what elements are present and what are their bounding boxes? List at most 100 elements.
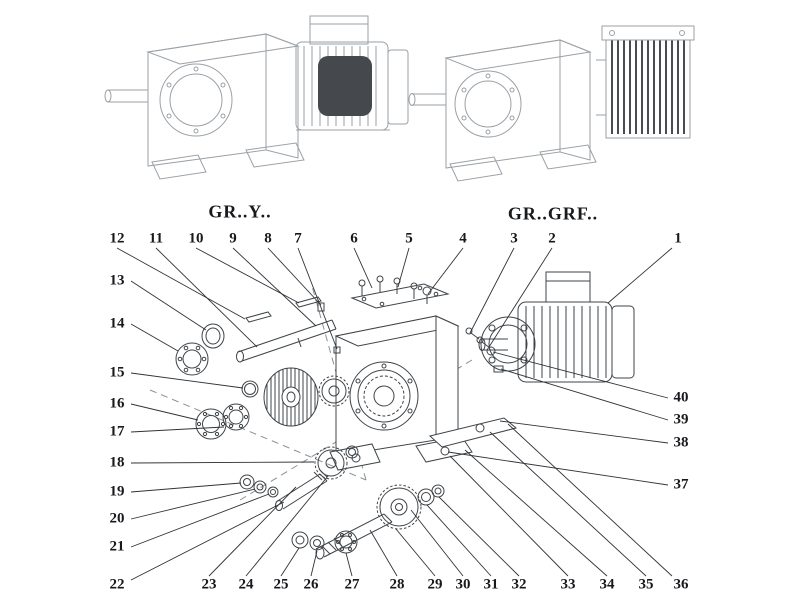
washer-stack — [239, 474, 279, 498]
callout-21: 21 — [109, 538, 125, 555]
leader-15 — [130, 372, 244, 389]
leader-32 — [438, 496, 520, 577]
intermediate-gear — [314, 445, 359, 480]
callout-2: 2 — [548, 230, 556, 247]
callout-11: 11 — [148, 230, 164, 247]
leader-3 — [469, 247, 515, 334]
callout-28: 28 — [389, 576, 405, 593]
exploded-view-drawing — [149, 271, 635, 560]
input-shaft-assembly — [236, 296, 337, 363]
leader-13 — [130, 280, 207, 331]
leader-14 — [130, 323, 179, 352]
model-label-gry: GR..Y.. — [208, 201, 272, 222]
callout-31: 31 — [483, 576, 499, 593]
output-shaft-assembly — [291, 484, 445, 560]
callout-20: 20 — [109, 510, 125, 527]
callout-18: 18 — [109, 454, 125, 471]
callout-37: 37 — [673, 476, 689, 493]
callout-36: 36 — [673, 576, 689, 593]
leader-27 — [345, 552, 353, 577]
callout-33: 33 — [560, 576, 576, 593]
leader-16 — [130, 403, 199, 421]
leader-5 — [397, 247, 410, 288]
leader-28 — [369, 529, 398, 577]
leader-17 — [130, 426, 225, 433]
callout-14: 14 — [109, 315, 125, 332]
callout-29: 29 — [427, 576, 443, 593]
leader-9 — [232, 247, 317, 327]
gearmotor-grgrf-drawing — [408, 25, 695, 182]
leader-40 — [492, 351, 669, 399]
callout-8: 8 — [264, 230, 272, 247]
leader-1 — [607, 247, 673, 304]
callout-1: 1 — [674, 230, 682, 247]
callout-4: 4 — [459, 230, 467, 247]
callout-38: 38 — [673, 434, 689, 451]
callout-34: 34 — [599, 576, 615, 593]
seal-and-bearings-input — [175, 323, 259, 398]
leader-38 — [499, 420, 669, 444]
callout-39: 39 — [673, 411, 689, 428]
callout-7: 7 — [294, 230, 302, 247]
intermediate-bearings — [195, 403, 250, 440]
leader-25 — [280, 547, 300, 577]
callout-17: 17 — [109, 423, 125, 440]
pinion-shaft — [275, 468, 328, 511]
callout-12: 12 — [109, 230, 125, 247]
callout-23: 23 — [201, 576, 217, 593]
leader-30 — [410, 509, 464, 577]
large-helical-gear — [263, 367, 319, 427]
leader-33 — [449, 455, 569, 577]
callout-13: 13 — [109, 272, 125, 289]
leader-31 — [426, 504, 492, 577]
callout-5: 5 — [405, 230, 413, 247]
gearmotor-gry-drawing — [104, 15, 409, 180]
callout-19: 19 — [109, 483, 125, 500]
second-stage-gear — [318, 375, 350, 407]
leader-26 — [310, 550, 318, 577]
leader-36 — [507, 423, 673, 577]
leader-22 — [130, 501, 285, 581]
leader-29 — [395, 528, 436, 577]
leader-35 — [489, 431, 647, 577]
motor-mounting-fasteners — [465, 327, 504, 373]
callout-16: 16 — [109, 395, 125, 412]
housing-bolts — [358, 275, 432, 304]
callout-9: 9 — [229, 230, 237, 247]
callout-35: 35 — [638, 576, 654, 593]
leader-18 — [130, 461, 315, 464]
callout-26: 26 — [303, 576, 319, 593]
leader-20 — [130, 488, 256, 520]
callout-30: 30 — [455, 576, 471, 593]
model-label-grgrf: GR..GRF.. — [507, 203, 599, 224]
leader-10 — [195, 247, 300, 304]
callout-24: 24 — [238, 576, 254, 593]
callout-25: 25 — [273, 576, 289, 593]
callout-6: 6 — [350, 230, 358, 247]
callout-40: 40 — [673, 389, 689, 406]
leader-23 — [208, 486, 297, 577]
leader-4 — [427, 247, 464, 295]
leader-lines — [116, 247, 673, 581]
callout-15: 15 — [109, 364, 125, 381]
motor-stator-dark-area — [318, 56, 372, 116]
leader-6 — [353, 247, 373, 289]
callout-10: 10 — [188, 230, 204, 247]
callout-22: 22 — [109, 576, 125, 593]
leader-2 — [488, 247, 553, 348]
leader-34 — [464, 449, 608, 577]
leader-39 — [500, 368, 669, 421]
leader-12 — [116, 247, 246, 320]
motor-fins — [611, 38, 685, 134]
leader-19 — [130, 482, 242, 493]
callout-27: 27 — [344, 576, 360, 593]
leader-37 — [447, 451, 669, 486]
leader-8 — [267, 247, 322, 306]
leader-21 — [130, 493, 270, 548]
leader-7 — [297, 247, 338, 350]
gear-housing — [317, 283, 518, 471]
callout-3: 3 — [510, 230, 518, 247]
callout-32: 32 — [511, 576, 527, 593]
